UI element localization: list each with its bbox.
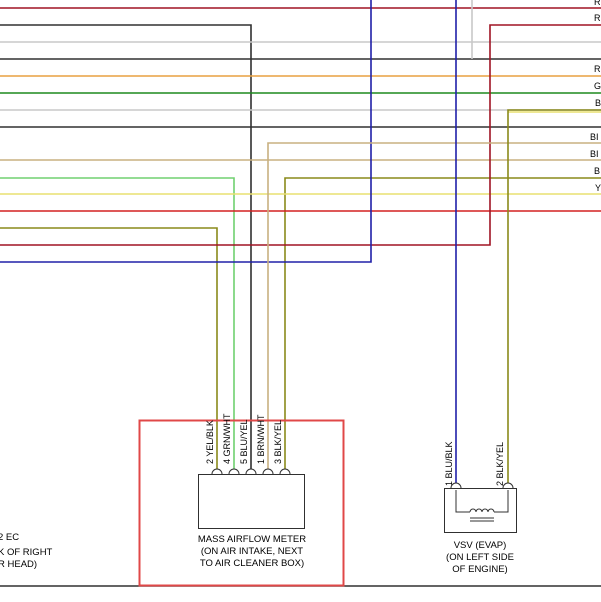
- maf-pin-connector: [211, 468, 223, 475]
- vsv-pin-connector: [502, 482, 514, 489]
- edge-label: R: [594, 13, 601, 23]
- edge-label: B: [595, 98, 601, 108]
- maf-pin-connector: [228, 468, 240, 475]
- right-edge-labels: R R R G B BI BI B Y: [590, 0, 601, 193]
- wire-olive-to-yel-blk: [0, 227, 218, 470]
- maf-pin-connector: [279, 468, 291, 475]
- vsv-pin-connector: [450, 482, 462, 489]
- maf-pin-label: 3 BLK/YEL: [273, 420, 283, 464]
- vsv-caption-line: VSV (EVAP): [454, 540, 507, 551]
- maf-caption-line: TO AIR CLEANER BOX): [200, 558, 304, 569]
- wire-black-to-brn-wht: [0, 24, 252, 470]
- highlight-box: [138, 419, 345, 587]
- left-edge-line: R HEAD): [0, 559, 37, 570]
- vsv-coil-symbol: [455, 490, 509, 522]
- vsv-caption-line: OF ENGINE): [452, 564, 507, 575]
- maf-caption-line: MASS AIRFLOW METER: [198, 534, 306, 545]
- left-edge-text: 2 EC K OF RIGHT R HEAD): [0, 532, 53, 570]
- edge-label: R: [594, 64, 601, 74]
- wire-olive-blk-yel-to-vsv: [507, 109, 601, 483]
- vsv-caption-line: (ON LEFT SIDE: [446, 552, 514, 563]
- edge-label: BI: [590, 149, 599, 159]
- maf-pin-connector: [245, 468, 257, 475]
- wire-dark-red-loop: [0, 24, 601, 246]
- wire-blue-loop: [0, 0, 372, 263]
- edge-label: G: [594, 81, 601, 91]
- left-edge-line: K OF RIGHT: [0, 547, 53, 558]
- vsv-pin-label: 1 BLU/BLK: [444, 441, 454, 486]
- wire-light-green: [0, 177, 235, 470]
- edge-label: B: [594, 166, 600, 176]
- maf-pin-label: 5 BLU/YEL: [239, 419, 249, 464]
- mass-airflow-meter: 2 YEL/BLK 4 GRN/WHT 5 BLU/YEL 1 BRN/WHT …: [138, 413, 345, 587]
- vsv-evap: 1 BLU/BLK 2 BLK/YEL VSV (EVAP) (ON LEFT …: [444, 441, 517, 575]
- horizontal-wires: [0, 0, 601, 483]
- edge-label: Y: [595, 183, 601, 193]
- edge-label: BI: [590, 132, 599, 142]
- maf-pin-label: 4 GRN/WHT: [222, 413, 232, 464]
- maf-body: [198, 474, 305, 529]
- vsv-body: [444, 488, 517, 533]
- wire-tan-to-brn-wht: [267, 142, 601, 470]
- wire-olive-to-blk-yel: [284, 177, 601, 470]
- edge-label: R: [594, 0, 601, 7]
- maf-pin-label: 1 BRN/WHT: [256, 414, 266, 464]
- maf-pin-connector: [262, 468, 274, 475]
- maf-pin-label: 2 YEL/BLK: [205, 420, 215, 464]
- maf-caption-line: (ON AIR INTAKE, NEXT: [201, 546, 303, 557]
- vsv-pin-label: 2 BLK/YEL: [495, 442, 505, 486]
- left-edge-line: 2 EC: [0, 532, 19, 543]
